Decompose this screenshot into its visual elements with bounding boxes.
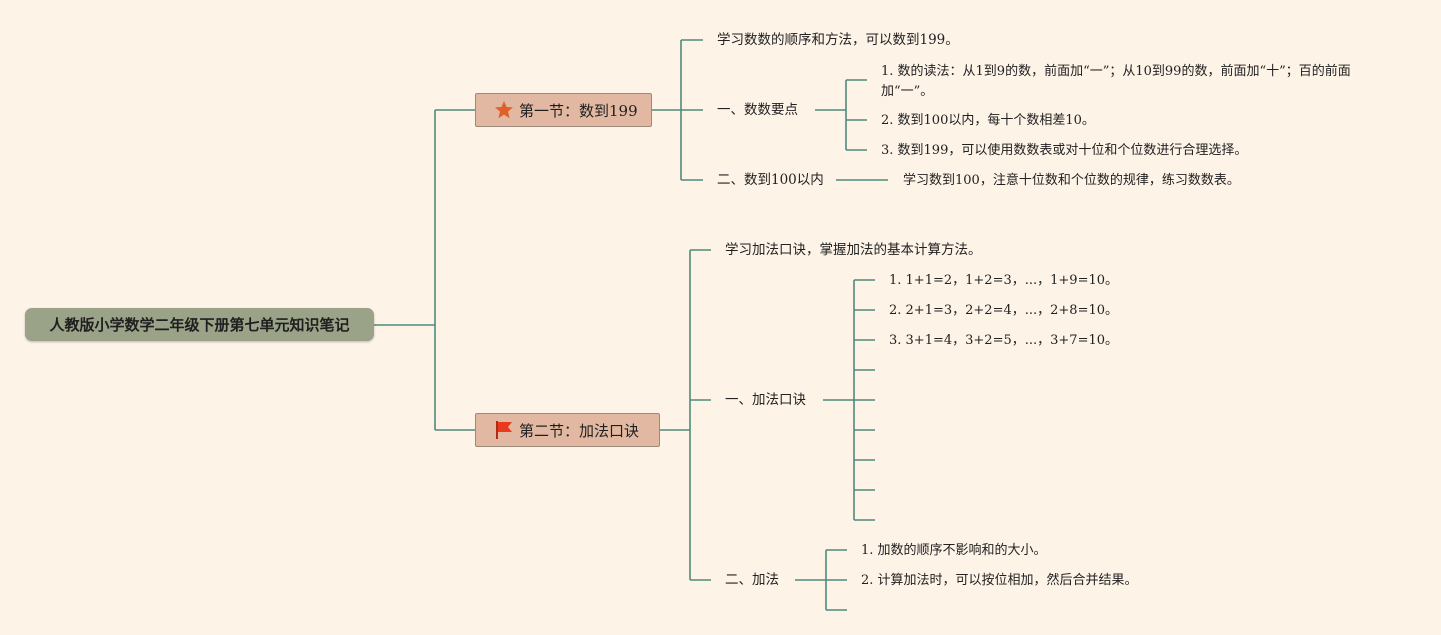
section-1-topic-2-detail[interactable]: 学习数到100，注意十位数和个位数的规律，练习数数表。 — [903, 173, 1240, 188]
section-2-topic-2-item-1[interactable]: 1. 加数的顺序不影响和的大小。 — [861, 543, 1047, 558]
section-1-topic-1-item-3[interactable]: 3. 数到199，可以使用数数表或对十位和个位数进行合理选择。 — [881, 143, 1248, 158]
section-1-node[interactable]: 第一节：数到199 — [475, 93, 652, 127]
section-1-topic-2[interactable]: 二、数到100以内 — [717, 172, 824, 188]
section-1-title: 第一节：数到199 — [519, 101, 638, 120]
star-icon — [494, 100, 514, 120]
section-2-topic-1-item-2[interactable]: 2. 2+1=3，2+2=4，...，2+8=10。 — [889, 303, 1118, 318]
section-2-topic-1-item-1[interactable]: 1. 1+1=2，1+2=3，...，1+9=10。 — [889, 273, 1118, 288]
section-1-topic-1[interactable]: 一、数数要点 — [717, 102, 798, 118]
root-topic[interactable]: 人教版小学数学二年级下册第七单元知识笔记 — [25, 308, 374, 341]
section-2-intro[interactable]: 学习加法口诀，掌握加法的基本计算方法。 — [725, 242, 982, 258]
section-1-topic-1-item-1[interactable]: 1. 数的读法：从1到9的数，前面加“一”；从10到99的数，前面加“十”；百的… — [881, 64, 1351, 99]
section-1-topic-1-item-2[interactable]: 2. 数到100以内，每十个数相差10。 — [881, 113, 1095, 128]
section-2-topic-2-item-2[interactable]: 2. 计算加法时，可以按位相加，然后合并结果。 — [861, 573, 1138, 588]
section-2-topic-1[interactable]: 一、加法口诀 — [725, 392, 806, 408]
section-2-topic-2[interactable]: 二、加法 — [725, 572, 779, 588]
section-2-node[interactable]: 第二节：加法口诀 — [475, 413, 660, 447]
section-2-topic-1-item-3[interactable]: 3. 3+1=4，3+2=5，...，3+7=10。 — [889, 333, 1118, 348]
section-1-intro[interactable]: 学习数数的顺序和方法，可以数到199。 — [717, 32, 959, 48]
flag-icon — [494, 420, 514, 440]
section-2-title: 第二节：加法口诀 — [519, 421, 640, 440]
